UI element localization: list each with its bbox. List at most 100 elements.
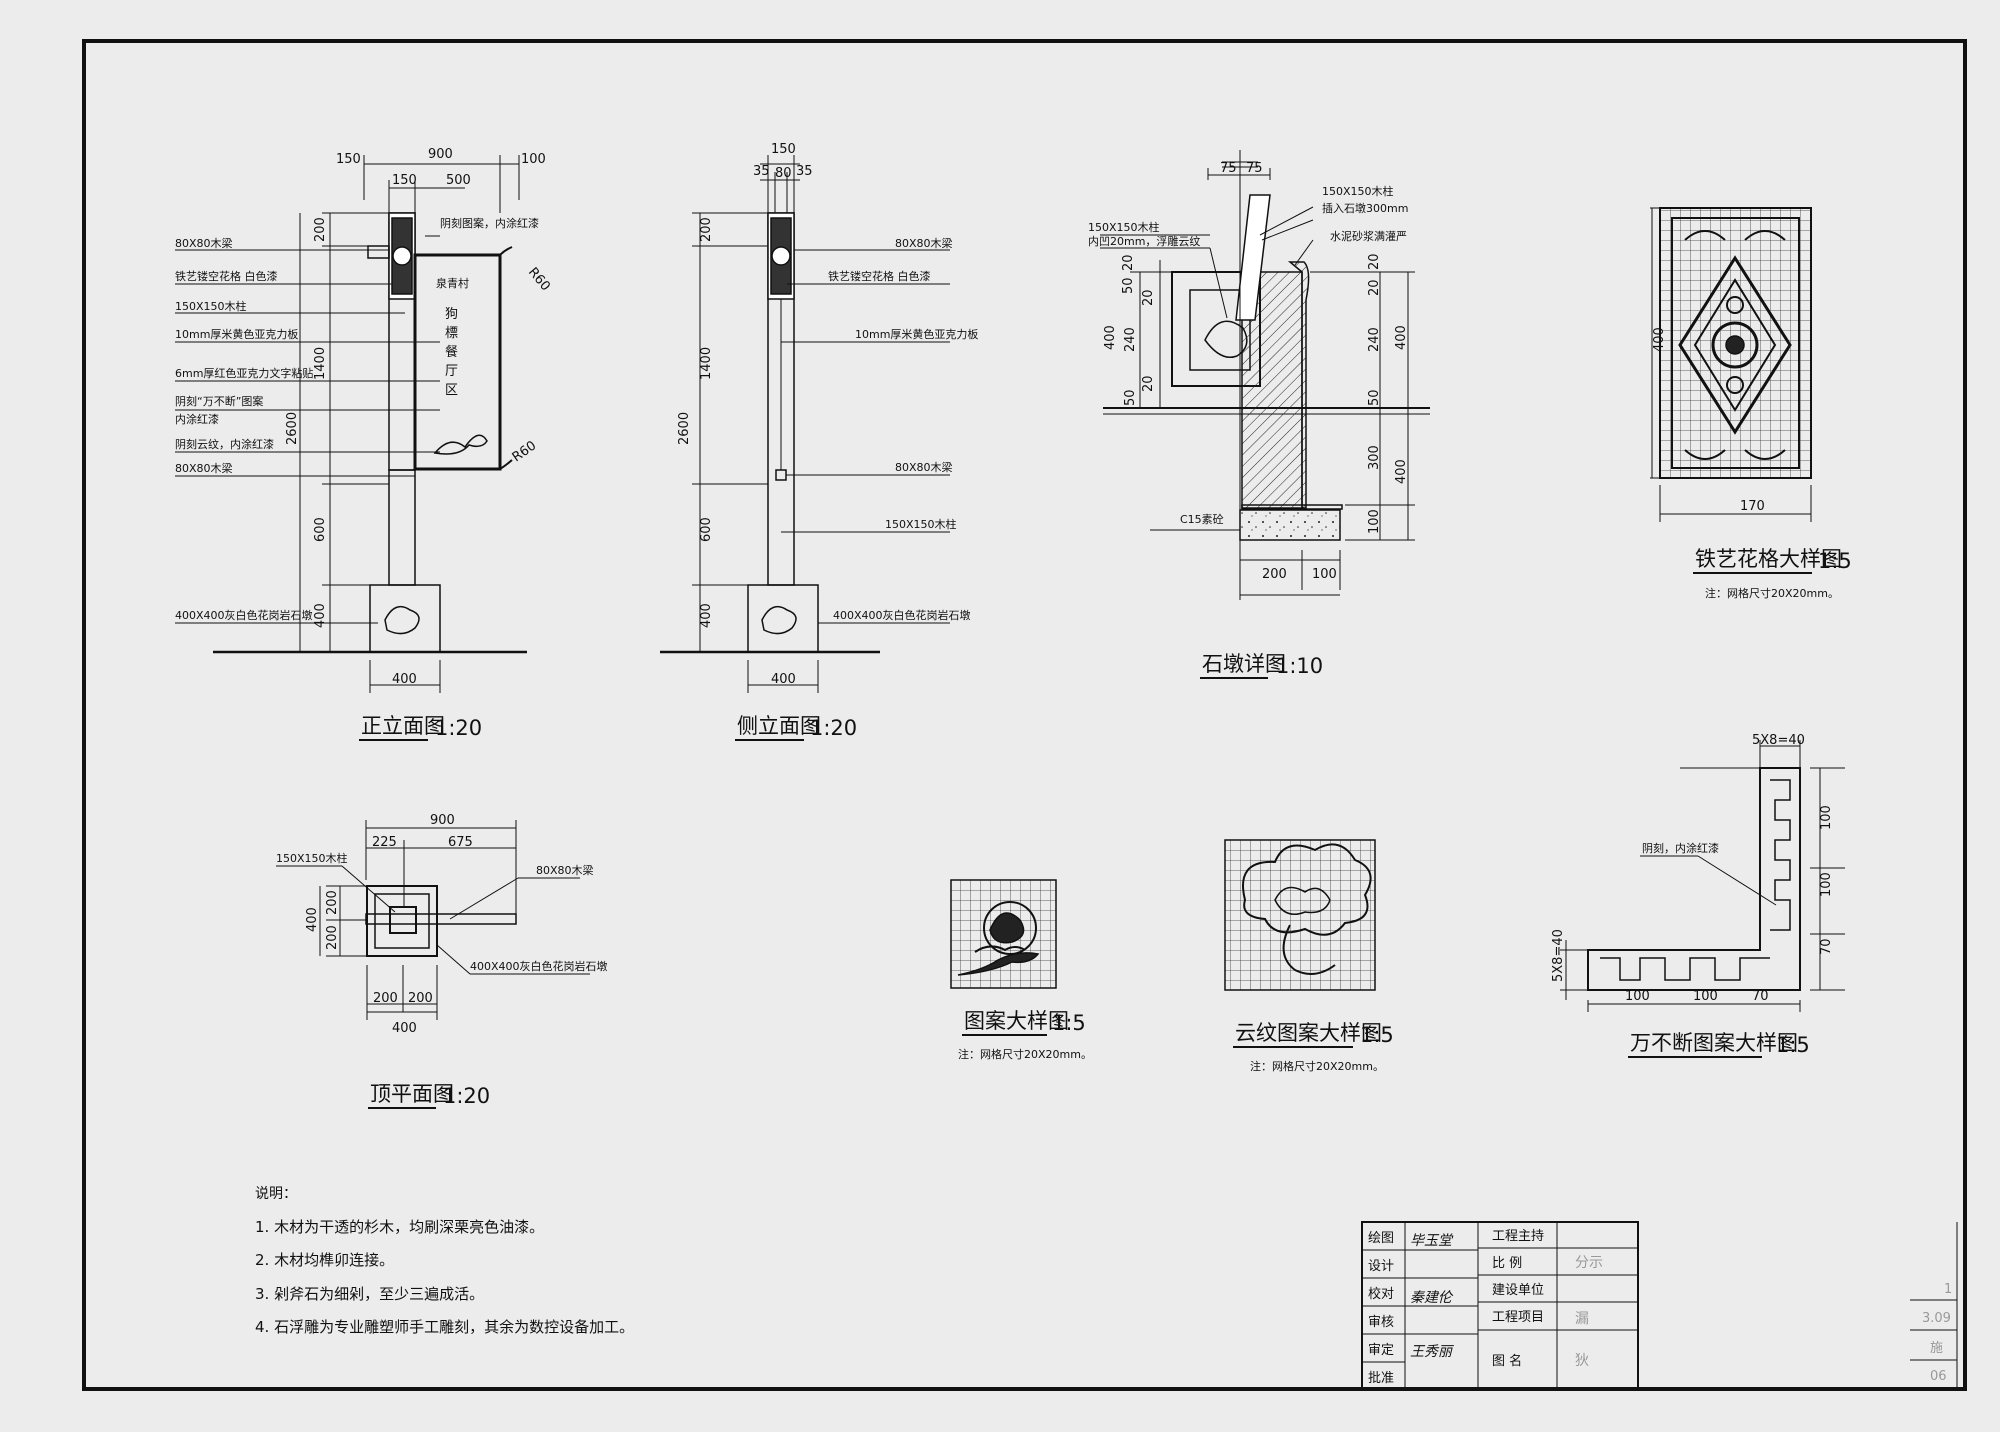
- drawing-label: 餐: [445, 344, 458, 360]
- drawing-label: 铁艺镂空花格 白色漆: [175, 269, 278, 283]
- drawing-label: 80X80木梁: [536, 863, 594, 877]
- drawing-label: 20: [1141, 375, 1156, 392]
- drawing-label: 审核: [1368, 1315, 1394, 1330]
- drawing-label: 100: [1367, 509, 1382, 534]
- top-plan-title: 顶平面图: [370, 1082, 454, 1106]
- drawing-label: 100: [1312, 567, 1337, 582]
- drawing-label: 70: [1819, 938, 1834, 955]
- drawing-label: 35: [753, 164, 770, 179]
- drawing-label: 400: [392, 1021, 417, 1036]
- notes-heading: 说明：: [255, 1186, 297, 1202]
- drawing-label: 10mm厚米黄色亚克力板: [855, 327, 978, 341]
- drawing-label: 80: [775, 166, 792, 181]
- drawing-label: 3.09: [1922, 1311, 1951, 1326]
- drawing-label: 400: [1652, 327, 1667, 352]
- drawing-label: 240: [1123, 327, 1138, 352]
- drawing-label: 150X150木柱: [885, 517, 957, 531]
- drawing-label: 阴刻图案，内涂红漆: [440, 216, 539, 230]
- pier-detail: [1100, 150, 1430, 600]
- drawing-label: 阴刻云纹，内涂红漆: [175, 437, 274, 451]
- drawing-label: 20: [1141, 289, 1156, 306]
- side-elevation: [660, 155, 950, 693]
- drawing-label: 建设单位: [1492, 1283, 1544, 1298]
- drawing-label: 400: [305, 907, 320, 932]
- pattern-title: 图案大样图: [964, 1009, 1069, 1033]
- drawing-label: 600: [313, 517, 328, 542]
- drawing-label: 20: [1367, 253, 1382, 270]
- drawing-label: 6mm厚红色亚克力文字粘贴: [175, 366, 313, 380]
- pier-detail-title: 石墩详图: [1202, 652, 1286, 676]
- drawing-label: 阴刻“万不断”图案: [175, 394, 263, 408]
- drawing-label: 標: [445, 326, 458, 341]
- drawing-label: 1:20: [810, 716, 857, 740]
- note-item: 3. 剁斧石为细剁，至少三遍成活。: [255, 1285, 484, 1303]
- drawing-label: 400: [699, 603, 714, 628]
- drawing-label: 900: [430, 813, 455, 828]
- drawing-label: 75: [1220, 161, 1237, 176]
- drawing-label: 1:5: [1776, 1033, 1810, 1057]
- drawing-label: 阴刻，内涂红漆: [1642, 841, 1719, 855]
- drawing-label: 225: [372, 835, 397, 850]
- drawing-label: 1:5: [1360, 1023, 1394, 1047]
- drawing-label: 漏: [1575, 1311, 1589, 1327]
- drawing-label: 400: [392, 672, 417, 687]
- drawing-label: 200: [699, 217, 714, 242]
- drawing-label: 100: [1625, 989, 1650, 1004]
- drawing-label: 75: [1246, 161, 1263, 176]
- drawing-label: 35: [796, 164, 813, 179]
- drawing-label: 100: [1819, 872, 1834, 897]
- drawing-label: 150: [392, 173, 417, 188]
- drawing-label: 1400: [313, 347, 328, 380]
- drawing-label: 200: [1262, 567, 1287, 582]
- drawing-label: 插入石墩300mm: [1322, 201, 1408, 215]
- drawing-label: 150X150木柱: [1322, 184, 1394, 198]
- wanbuduan-title: 万不断图案大样图: [1630, 1031, 1798, 1055]
- title-block: [1361, 1221, 1958, 1390]
- drawing-label: 审定: [1368, 1343, 1394, 1358]
- drawing-label: 150X150木柱: [175, 299, 247, 313]
- drawing-label: 工程项目: [1492, 1310, 1544, 1325]
- general-notes: 说明： 1. 木材为干透的杉木，均刷深栗亮色油漆。 2. 木材均榫卯连接。 3.…: [255, 1186, 634, 1336]
- drawing-label: 80X80木梁: [175, 461, 233, 475]
- drawing-label: 50: [1121, 277, 1136, 294]
- drawing-label: 200: [373, 991, 398, 1006]
- drawing-label: 工程主持: [1492, 1229, 1544, 1244]
- drawing-label: 比 例: [1492, 1256, 1522, 1271]
- front-elevation: [175, 155, 527, 693]
- drawing-label: 内涂红漆: [175, 412, 219, 426]
- drawing-label: 200: [325, 925, 340, 950]
- drawing-label: 400: [1103, 325, 1118, 350]
- iron-text: 400 170 铁艺花格大样图 1:5 注：网格尺寸20X20mm。: [1652, 327, 1852, 600]
- pattern-detail: [950, 879, 1057, 989]
- drawing-label: 水泥砂浆满灌严: [1330, 229, 1407, 243]
- drawing-label: 170: [1740, 499, 1765, 514]
- signature: 王秀丽: [1410, 1344, 1454, 1360]
- drawing-label: 狄: [1575, 1353, 1589, 1369]
- drawing-label: 200: [325, 890, 340, 915]
- drawing-label: C15素砼: [1180, 513, 1224, 526]
- drawing-label: 5X8=40: [1752, 733, 1805, 748]
- drawing-label: 675: [448, 835, 473, 850]
- drawing-label: 20: [1367, 279, 1382, 296]
- drawing-label: R60: [510, 438, 540, 465]
- drawing-label: 厅: [445, 364, 458, 379]
- drawing-label: 150X150木柱: [1088, 220, 1160, 234]
- note-item: 4. 石浮雕为专业雕塑师手工雕刻，其余为数控设备加工。: [255, 1318, 634, 1336]
- side-text: 150 35 80 35 200 1400 2600 600 400 400 8…: [677, 142, 978, 741]
- drawing-label: 狗: [445, 307, 458, 322]
- drawing-label: 区: [445, 383, 458, 398]
- front-text: 150 900 100 150 500 200 1400 2600 600 40…: [175, 147, 553, 741]
- drawing-label: 分示: [1575, 1255, 1603, 1271]
- drawing-label: 铁艺镂空花格 白色漆: [828, 269, 931, 283]
- drawing-label: 300: [1367, 445, 1382, 470]
- drawing-label: 设计: [1368, 1259, 1394, 1274]
- wanbuduan-detail: [1560, 740, 1845, 1012]
- drawing-label: 20: [1121, 254, 1136, 271]
- drawing-label: 1:5: [1052, 1011, 1086, 1035]
- drawing-label: 1: [1944, 1282, 1952, 1297]
- drawing-label: 400X400灰白色花岗岩石墩: [833, 608, 971, 622]
- drawing-label: 2600: [677, 412, 692, 445]
- cloud-text: 云纹图案大样图 1:5 注：网格尺寸20X20mm。: [1233, 1021, 1394, 1073]
- drawing-label: 150: [771, 142, 796, 157]
